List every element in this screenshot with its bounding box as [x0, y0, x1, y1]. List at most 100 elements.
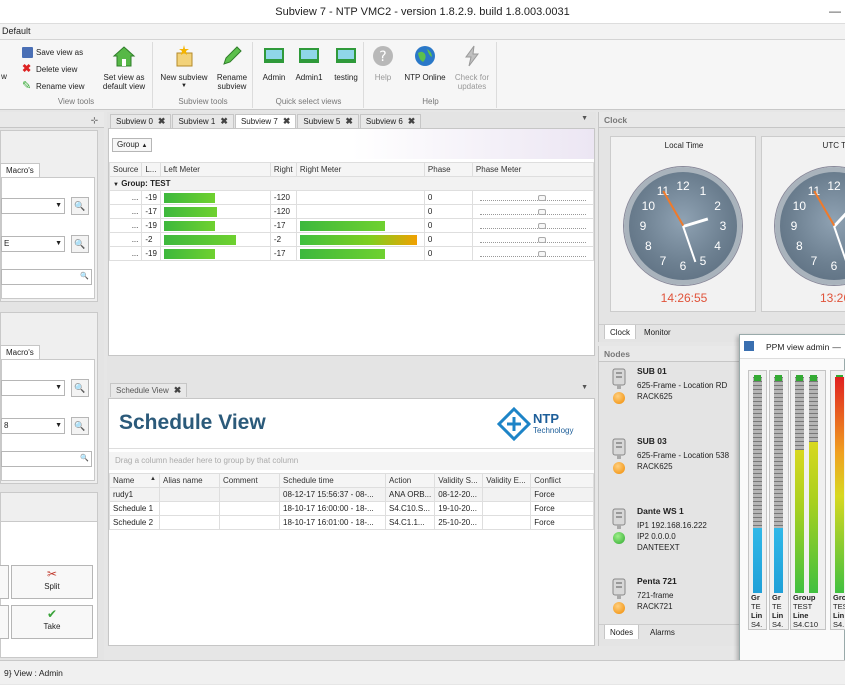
tab-subview-7[interactable]: Subview 7✖ — [234, 114, 297, 128]
meters-table: Source L... Left Meter Right Right Meter… — [108, 162, 595, 261]
col-right-meter[interactable]: Right Meter — [295, 162, 425, 177]
phase-slider[interactable] — [476, 235, 590, 245]
minimize-button[interactable]: — — [829, 4, 841, 18]
phase-slider[interactable] — [476, 249, 590, 259]
col-phase-meter[interactable]: Phase Meter — [471, 162, 595, 177]
col-phase[interactable]: Phase — [423, 162, 473, 177]
close-icon[interactable]: ✖ — [220, 116, 228, 126]
close-icon[interactable]: ✖ — [173, 385, 182, 395]
col-source[interactable]: Source — [108, 162, 143, 177]
phase-knob[interactable] — [537, 222, 546, 229]
search-button[interactable]: 🔍 — [71, 235, 89, 253]
menu-default[interactable]: Default — [2, 26, 31, 36]
phase-knob[interactable] — [537, 194, 546, 201]
tab-schedule-view[interactable]: Schedule View✖ — [110, 383, 188, 397]
quick-view-admin1[interactable]: Admin1 — [294, 44, 324, 82]
col-alias[interactable]: Alias name — [159, 473, 220, 488]
ntp-online-button[interactable]: NTP Online — [403, 44, 447, 82]
macro-search-input[interactable]: 🔍 — [1, 269, 92, 285]
close-icon[interactable]: ✖ — [407, 116, 416, 126]
macro-combo-1[interactable]: ▼ — [1, 198, 65, 214]
check-updates-button[interactable]: Check for updates — [451, 44, 493, 91]
close-icon[interactable]: ✖ — [157, 116, 166, 126]
tab-subview-0[interactable]: Subview 0✖ — [110, 114, 172, 128]
node-item[interactable]: SUB 03 625-Frame - Location 538 RACK625 — [603, 434, 737, 500]
col-conflict[interactable]: Conflict — [530, 473, 594, 488]
tab-clock[interactable]: Clock — [604, 325, 637, 339]
partial-button-label[interactable]: w — [1, 72, 7, 81]
phase-slider[interactable] — [476, 193, 590, 203]
pin-icon[interactable]: ⊹ — [90, 115, 98, 125]
col-validity-start[interactable]: Validity S... — [434, 473, 484, 488]
partial-left-button-2[interactable] — [0, 605, 9, 639]
partial-left-button[interactable] — [0, 565, 9, 599]
ppm-title-bar[interactable]: PPM view admin— — [740, 335, 845, 359]
close-icon[interactable]: ✖ — [345, 116, 353, 126]
nodes-panel-header: Nodes — [599, 346, 744, 362]
col-name[interactable]: Name ▲ — [109, 473, 160, 488]
group-row[interactable]: ▼ Group: TEST — [109, 176, 594, 191]
tab-macros[interactable]: Macro's — [0, 163, 40, 177]
phase-slider[interactable] — [476, 221, 590, 231]
col-schedule-time[interactable]: Schedule time — [279, 473, 386, 488]
search-button[interactable]: 🔍 — [71, 417, 89, 435]
tab-subview-5[interactable]: Subview 5✖ — [297, 114, 359, 128]
phase-slider[interactable] — [476, 207, 590, 217]
tab-nodes[interactable]: Nodes — [604, 625, 640, 639]
group-by-hint[interactable]: Drag a column header here to group by th… — [109, 452, 594, 470]
close-icon[interactable]: ✖ — [282, 116, 291, 126]
group-button[interactable]: Group ▲ — [112, 138, 153, 152]
col-validity-end[interactable]: Validity E... — [482, 473, 532, 488]
help-button[interactable]: ? Help — [369, 44, 397, 82]
phase-knob[interactable] — [537, 250, 546, 257]
new-subview-button[interactable]: New subview▼ — [158, 44, 210, 91]
search-button[interactable]: 🔍 — [71, 379, 89, 397]
col-level[interactable]: L... — [141, 162, 161, 177]
save-view-button[interactable]: Save view as — [22, 45, 83, 60]
col-action[interactable]: Action — [384, 473, 436, 488]
tab-dropdown-icon[interactable]: ▼ — [581, 115, 588, 122]
tab-monitor[interactable]: Monitor — [644, 327, 671, 337]
tab-alarms[interactable]: Alarms — [650, 627, 675, 637]
rename-view-button[interactable]: ✎Rename view — [22, 80, 85, 92]
macro-combo-4[interactable]: 8▼ — [1, 418, 65, 434]
macro-combo-3[interactable]: ▼ — [1, 380, 65, 396]
phase-knob[interactable] — [537, 236, 546, 243]
tab-subview-1[interactable]: Subview 1✖ — [172, 114, 234, 128]
tab-subview-6[interactable]: Subview 6✖ — [359, 114, 422, 128]
quick-view-admin[interactable]: Admin — [260, 44, 288, 82]
ppm-meter-column[interactable]: GroTESLinS4. — [830, 370, 845, 630]
tab-dropdown-icon[interactable]: ▼ — [581, 384, 588, 391]
macro-combo-2[interactable]: E▼ — [1, 236, 65, 252]
search-button[interactable]: 🔍 — [71, 197, 89, 215]
collapse-icon[interactable]: ▼ — [113, 182, 119, 188]
delete-view-button[interactable]: ✖Delete view — [22, 63, 78, 75]
tab-macros[interactable]: Macro's — [0, 345, 40, 359]
ppm-minimize-button[interactable]: — — [832, 342, 841, 352]
col-right[interactable]: Right — [269, 162, 297, 177]
node-item[interactable]: SUB 01 625-Frame - Location RD RACK625 — [603, 364, 737, 430]
rename-subview-button[interactable]: Rename subview — [212, 44, 252, 91]
take-button[interactable]: ✔Take — [11, 605, 93, 639]
set-default-view-button[interactable]: Set view as default view — [98, 44, 150, 91]
col-left-meter[interactable]: Left Meter — [159, 162, 271, 177]
macro-search-input[interactable]: 🔍 — [1, 451, 92, 467]
node-item[interactable]: Penta 721 721-frame RACK721 — [603, 574, 737, 640]
node-item[interactable]: Dante WS 1 IP1 192.168.16.222 IP2 0.0.0.… — [603, 504, 737, 570]
quick-view-testing[interactable]: testing — [330, 44, 362, 82]
phase-knob[interactable] — [537, 208, 546, 215]
split-button[interactable]: ✂Split — [11, 565, 93, 599]
col-comment[interactable]: Comment — [219, 473, 280, 488]
